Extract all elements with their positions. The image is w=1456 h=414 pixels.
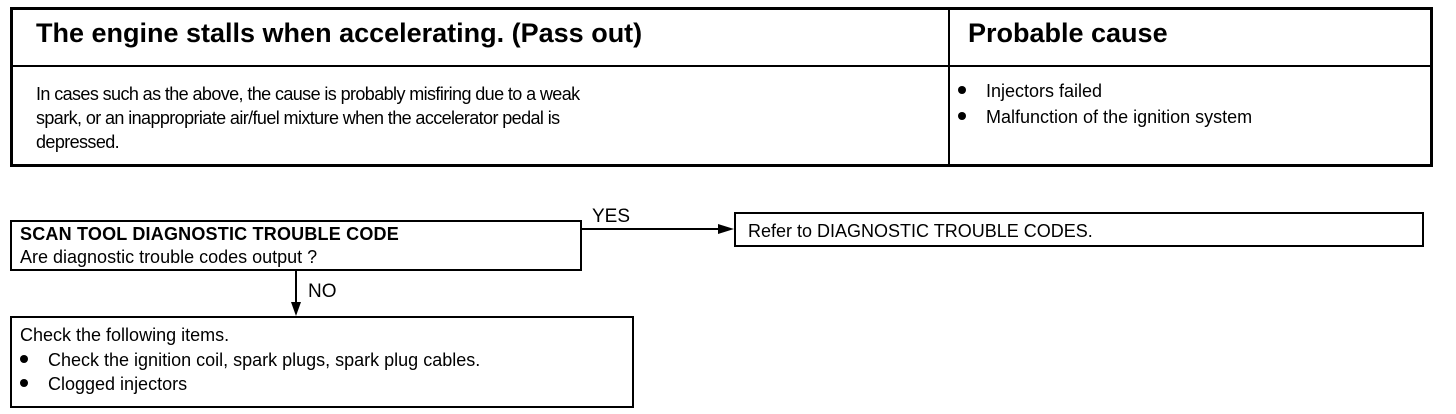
- scan-tool-question: Are diagnostic trouble codes output ?: [20, 247, 318, 267]
- check-item: Clogged injectors: [20, 372, 187, 396]
- check-item-label: Check the ignition coil, spark plugs, sp…: [48, 350, 481, 370]
- check-intro: Check the following items.: [20, 325, 230, 345]
- cause-item-label: Malfunction of the ignition system: [986, 107, 1253, 127]
- refer-box: Refer to DIAGNOSTIC TROUBLE CODES.: [734, 212, 1424, 247]
- symptom-table: [10, 7, 1433, 167]
- symptom-title: The engine stalls when accelerating. (Pa…: [36, 18, 643, 48]
- check-items-box: Check the following items. Check the ign…: [10, 316, 634, 408]
- symptom-description: In cases such as the above, the cause is…: [36, 82, 766, 154]
- bullet-icon: [958, 86, 966, 95]
- cause-item-label: Injectors failed: [986, 81, 1103, 101]
- table-row-divider: [10, 65, 1433, 67]
- scan-tool-title: SCAN TOOL DIAGNOSTIC TROUBLE CODE: [20, 224, 399, 244]
- cause-item: Malfunction of the ignition system: [958, 105, 1252, 129]
- check-item: Check the ignition coil, spark plugs, sp…: [20, 348, 480, 372]
- check-item-label: Clogged injectors: [48, 374, 188, 394]
- refer-text: Refer to DIAGNOSTIC TROUBLE CODES.: [748, 221, 1093, 241]
- description-line: spark, or an inappropriate air/fuel mixt…: [36, 108, 560, 128]
- scan-tool-box: SCAN TOOL DIAGNOSTIC TROUBLE CODE Are di…: [10, 220, 582, 271]
- no-label: NO: [308, 281, 337, 302]
- description-line: In cases such as the above, the cause is…: [36, 84, 580, 104]
- bullet-icon: [958, 112, 966, 121]
- bullet-icon: [20, 355, 28, 364]
- bullet-icon: [20, 379, 28, 388]
- no-arrow-icon: [291, 302, 301, 316]
- yes-arrow-icon: [718, 224, 734, 234]
- description-line: depressed.: [36, 132, 120, 152]
- table-column-divider: [948, 7, 950, 167]
- yes-label: YES: [592, 206, 631, 227]
- probable-cause-title: Probable cause: [968, 18, 1168, 48]
- cause-item: Injectors failed: [958, 79, 1102, 103]
